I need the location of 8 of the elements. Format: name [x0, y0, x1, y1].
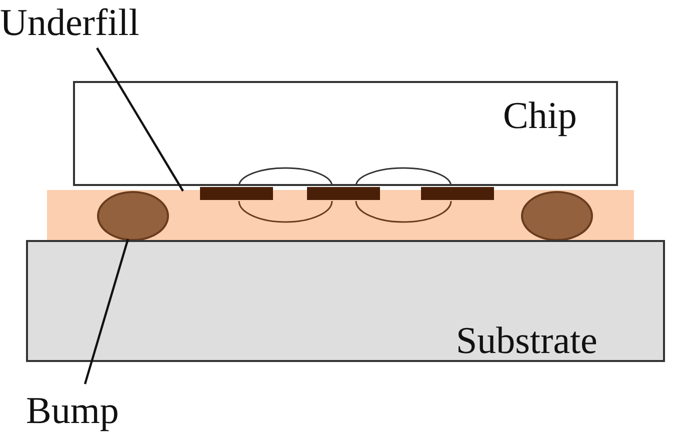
leader-line — [96, 47, 184, 192]
substrate-block — [26, 240, 665, 362]
part-label: Underfill — [0, 4, 140, 42]
chip-block — [73, 81, 618, 186]
part-label: Substrate — [456, 322, 598, 360]
part-label: Bump — [26, 392, 119, 430]
leader-line — [84, 238, 130, 384]
part-label: Chip — [503, 97, 577, 135]
